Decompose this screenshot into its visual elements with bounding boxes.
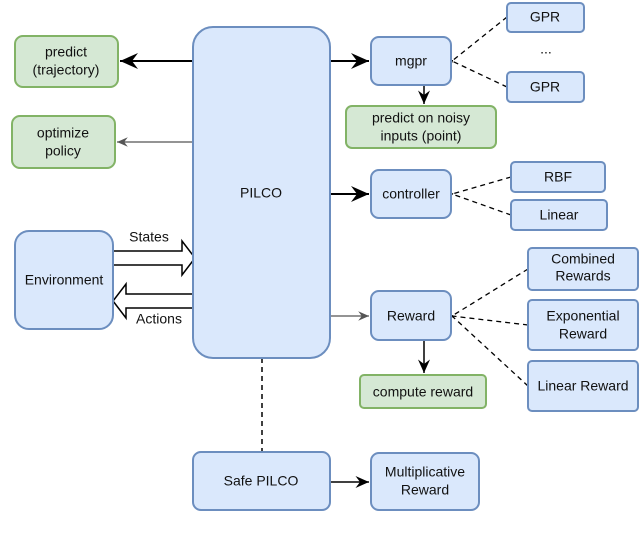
dashed-exponential-reward [451,315,529,326]
node-mgpr: mgpr [370,36,452,86]
node-predict-noisy: predict on noisy inputs (point) [345,105,497,149]
compute-reward-label: compute reward [373,384,473,400]
multiplicative-label: Multiplicative [385,464,465,480]
safe-pilco-label: Safe PILCO [224,473,299,489]
predict-label-2: (trajectory) [33,62,100,78]
predict-label: predict [45,44,87,60]
actions-arrow [112,281,194,321]
node-optimize-policy: optimize policy [11,115,116,169]
gpr2-label: GPR [530,79,560,95]
exponential-label: Exponential [546,308,619,324]
node-controller: controller [370,169,452,219]
environment-label: Environment [25,272,104,288]
node-gpr-1: GPR [506,2,585,33]
states-arrow [112,238,196,278]
node-linear-reward: Linear Reward [527,360,639,412]
dashed-rbf-controller [452,176,512,194]
node-linear: Linear [510,199,608,231]
reward-label: Reward [387,308,435,324]
optimize-label: optimize [37,125,89,141]
states-label: States [129,229,169,245]
dashed-linear-controller [451,193,512,216]
dashed-combined-reward [452,268,529,316]
node-safe-pilco: Safe PILCO [192,451,331,511]
gpr1-label: GPR [530,9,560,25]
node-reward: Reward [370,290,452,341]
dashed-gpr1-mgpr [452,16,508,61]
mgpr-label: mgpr [395,53,427,69]
predict-noisy-label-2: inputs (point) [381,128,462,144]
multiplicative-label-2: Reward [401,482,449,498]
ellipsis: ... [540,41,552,57]
linear-label: Linear [540,207,579,223]
actions-label: Actions [136,311,182,327]
pilco-label: PILCO [240,185,282,201]
node-gpr-2: GPR [506,71,585,103]
predict-noisy-label: predict on noisy [372,110,470,126]
combined-label: Combined [551,251,615,267]
node-rbf: RBF [510,161,606,193]
exponential-label-2: Reward [559,326,607,342]
rbf-label: RBF [544,169,572,185]
linear-reward-label: Linear Reward [537,378,628,394]
node-pilco: PILCO [192,26,331,359]
node-environment: Environment [14,230,114,330]
dashed-gpr2-mgpr [451,60,508,88]
node-compute-reward: compute reward [359,374,487,409]
edges: States Actions [112,16,529,488]
controller-label: controller [382,186,440,202]
node-predict-trajectory: predict (trajectory) [14,35,119,88]
optimize-label-2: policy [45,143,81,159]
combined-label-2: Rewards [555,268,610,284]
